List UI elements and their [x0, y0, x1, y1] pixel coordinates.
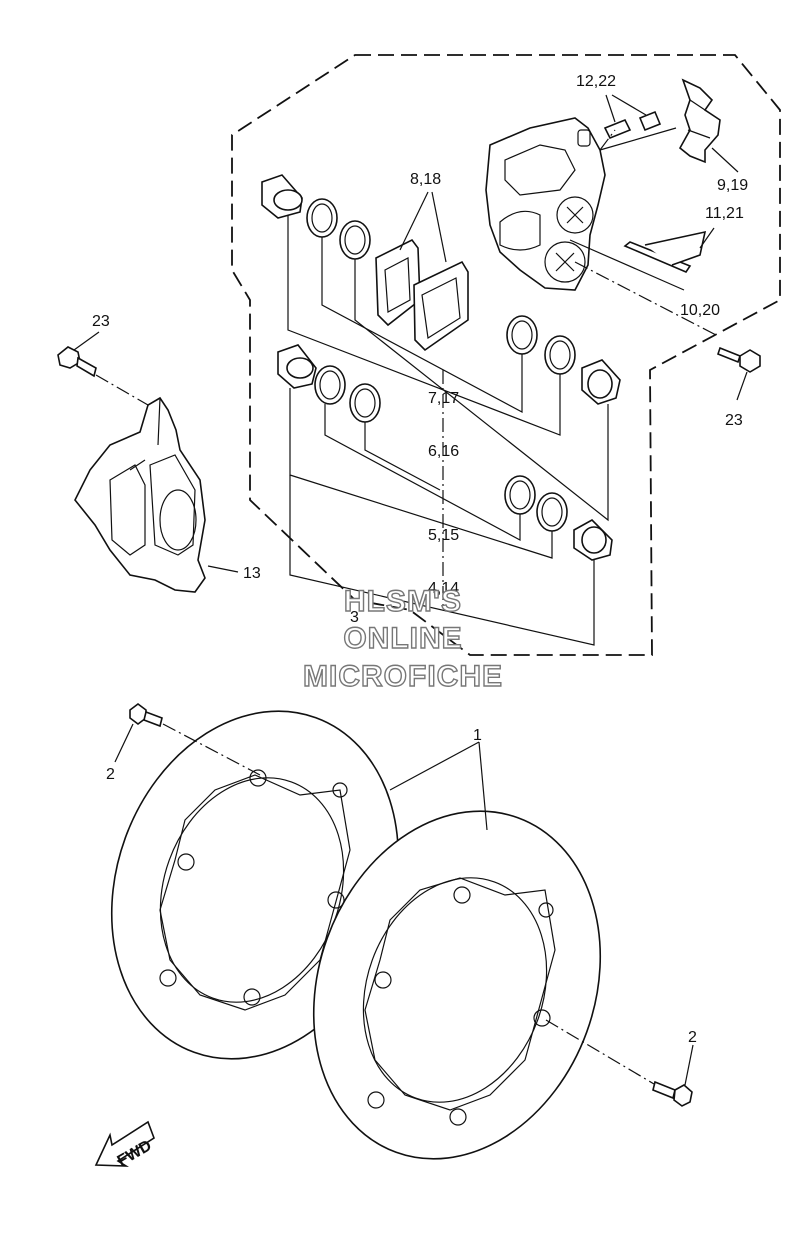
label-12-22: 12,22 [576, 73, 616, 90]
label-6-16: 6,16 [428, 443, 459, 460]
brake-pads [375, 238, 469, 352]
assembly-boundary [231, 54, 781, 656]
label-7-17: 7,17 [428, 390, 459, 407]
label-4-14: 4,14 [428, 580, 459, 597]
pad-pin [623, 230, 707, 273]
top-piston-row [261, 174, 621, 405]
label-2-right: 2 [688, 1029, 697, 1046]
label-1: 1 [473, 727, 482, 744]
left-caliper [74, 396, 206, 593]
label-5-15: 5,15 [428, 527, 459, 544]
label-8-18: 8,18 [410, 171, 441, 188]
label-23-right: 23 [725, 412, 743, 429]
fwd-arrow-icon: FWD [94, 1120, 155, 1170]
label-11-21: 11,21 [705, 205, 744, 222]
middle-piston-row [277, 344, 613, 561]
right-caliper-body [485, 117, 606, 291]
right-disc-bolt [652, 1080, 693, 1107]
bleeder-screw [603, 110, 662, 140]
watermark-line3: MICROFICHE [303, 660, 503, 693]
left-disc-bolt [129, 703, 163, 728]
label-3: 3 [350, 609, 359, 626]
pad-spring [678, 78, 721, 164]
left-caliper-bolt [57, 346, 97, 378]
watermark-line1: HLSM'S [344, 585, 462, 618]
label-2-left: 2 [106, 766, 115, 783]
group-leader-lines [287, 215, 609, 646]
label-13: 13 [243, 565, 261, 582]
label-23-left: 23 [92, 313, 110, 330]
right-brake-disc [312, 810, 602, 1160]
label-9-19: 9,19 [717, 177, 748, 194]
label-10-20: 10,20 [680, 302, 720, 319]
right-caliper-bolt [717, 346, 761, 373]
watermark-line2: ONLINE [343, 622, 462, 655]
